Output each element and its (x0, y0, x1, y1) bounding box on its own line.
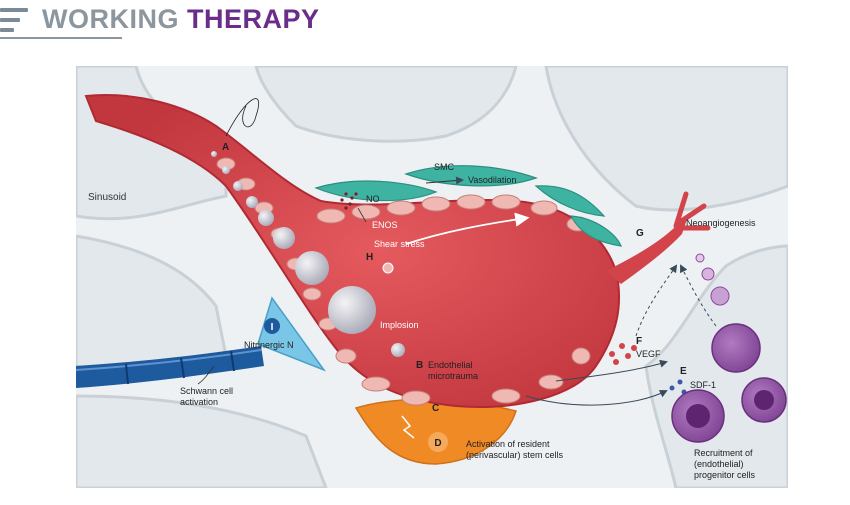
smooth-muscle-cells (314, 165, 622, 247)
diagram-svg: Sinusoid I Nitrinergic N Schwann cell ac… (74, 64, 790, 490)
stem-label-1: Activation of resident (466, 439, 550, 449)
title-underline (0, 37, 122, 39)
title-therapy: THERAPY (187, 4, 320, 34)
neoangiogenesis-sprouts (673, 191, 711, 231)
vasodilation-label: Vasodilation (468, 175, 516, 185)
neoangiogenesis-label: Neoangiogenesis (686, 218, 756, 228)
letter-i: I (271, 322, 274, 333)
nerve-fiber (75, 346, 264, 388)
letter-b: B (416, 360, 423, 371)
recruit-label-3: progenitor cells (694, 470, 756, 480)
diagram-figure: Sinusoid I Nitrinergic N Schwann cell ac… (74, 64, 790, 490)
sdf-label: SDF-1 (690, 380, 716, 390)
vasodilation-arrow (425, 176, 464, 185)
shear-stress-arrow (405, 212, 530, 245)
no-label: NO (366, 194, 380, 204)
vegf-molecules (609, 343, 637, 365)
letter-e: E (680, 366, 687, 377)
progenitor-cells (671, 253, 787, 443)
vegf-label: VEGF (636, 349, 661, 359)
menu-icon[interactable] (0, 6, 36, 36)
smc-label: SMC (434, 162, 455, 172)
nitrinergic-label: Nitrinergic N (244, 340, 294, 350)
letter-d: D (434, 438, 441, 449)
recruit-label-1: Recruitment of (694, 448, 753, 458)
recruit-label-2: (endothelial) (694, 459, 744, 469)
microtrauma-label-1: Endothelial (428, 360, 473, 370)
marker-i (264, 318, 280, 334)
letter-c: C (432, 403, 439, 414)
schwann-label-2: activation (180, 397, 218, 407)
letter-g: G (636, 228, 644, 239)
nitrinergic-nerve-ending (257, 296, 327, 372)
title-working: WORKING (42, 4, 179, 34)
no-molecules (340, 192, 358, 210)
recruitment-arrow-1 (680, 264, 717, 327)
sdf-molecules (669, 379, 687, 395)
vegf-arrow (555, 359, 668, 382)
enos-label: ENOS (372, 220, 398, 230)
sdf-arrow (525, 390, 668, 406)
cavitation-bubbles (211, 151, 405, 357)
sinusoid-label: Sinusoid (88, 192, 126, 203)
header: WORKING THERAPY (0, 0, 850, 48)
vessel-branch (606, 216, 688, 284)
letter-a: A (222, 142, 229, 153)
stem-label-2: (perivascular) stem cells (466, 450, 564, 460)
marker-d (428, 432, 448, 452)
letter-f: F (636, 336, 642, 347)
shear-stress-label: Shear stress (374, 239, 425, 249)
letter-h: H (366, 252, 373, 263)
blood-vessel (84, 94, 621, 408)
implosion-label: Implosion (380, 320, 419, 330)
probe-line (225, 98, 260, 137)
imploding-bubble-h (382, 262, 394, 274)
microtrauma-label-2: microtrauma (428, 371, 478, 381)
lightning-icon (401, 415, 415, 439)
schwann-label-1: Schwann cell (180, 386, 233, 396)
page-title: WORKING THERAPY (42, 4, 320, 35)
